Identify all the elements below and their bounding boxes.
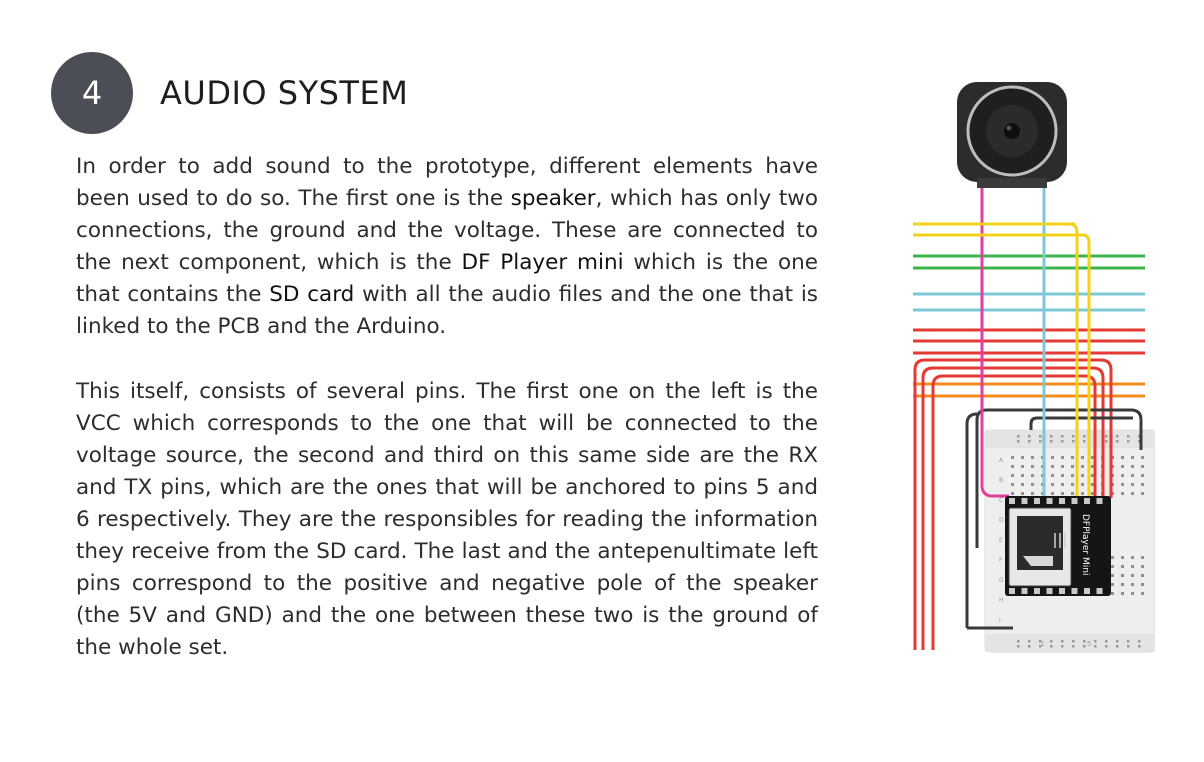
row-label: H bbox=[999, 597, 1004, 604]
row-label: I bbox=[999, 617, 1001, 624]
sd-card-icon bbox=[1008, 507, 1072, 587]
speaker-wires bbox=[913, 188, 1091, 498]
row-label: C bbox=[999, 497, 1003, 504]
row-label: B bbox=[999, 477, 1003, 484]
text-segment: which is the one that contains the bbox=[76, 250, 819, 308]
row-label: E bbox=[999, 537, 1003, 544]
section-title: AUDIO SYSTEM bbox=[160, 74, 409, 112]
speaker-icon bbox=[957, 82, 1067, 188]
ground-wires bbox=[965, 408, 1143, 630]
highlight-term: speaker bbox=[510, 186, 596, 212]
body-text: In order to add sound to the prototype, … bbox=[76, 151, 818, 664]
row-label: G bbox=[999, 577, 1004, 584]
text-segment: with all the audio files and the one tha… bbox=[76, 282, 818, 340]
col-label-5: 5 bbox=[1087, 640, 1091, 648]
row-label: F bbox=[999, 557, 1003, 564]
paragraph-speaker-intro: In order to add sound to the prototype, … bbox=[76, 151, 818, 344]
text-segment: , which has only two connections, the gr… bbox=[76, 186, 818, 276]
paragraph-pins: This itself, consists of several pins. T… bbox=[76, 378, 818, 661]
highlight-term: DF Player mini bbox=[461, 250, 624, 276]
text-segment: In order to add sound to the prototype, … bbox=[76, 154, 818, 212]
dfplayer-mini-module: DFPlayer Mini bbox=[1005, 496, 1111, 596]
step-number: 4 bbox=[81, 74, 103, 112]
step-number-badge: 4 bbox=[51, 52, 133, 134]
module-label: DFPlayer Mini bbox=[1080, 514, 1090, 575]
row-label: A bbox=[999, 457, 1004, 464]
circuit-diagram: A B C D E F G H I 1 5 bbox=[913, 82, 1155, 653]
row-label: D bbox=[999, 517, 1004, 524]
col-label-1: 1 bbox=[1040, 640, 1044, 648]
power-wires bbox=[913, 222, 1145, 650]
highlight-term: SD card bbox=[269, 282, 355, 308]
